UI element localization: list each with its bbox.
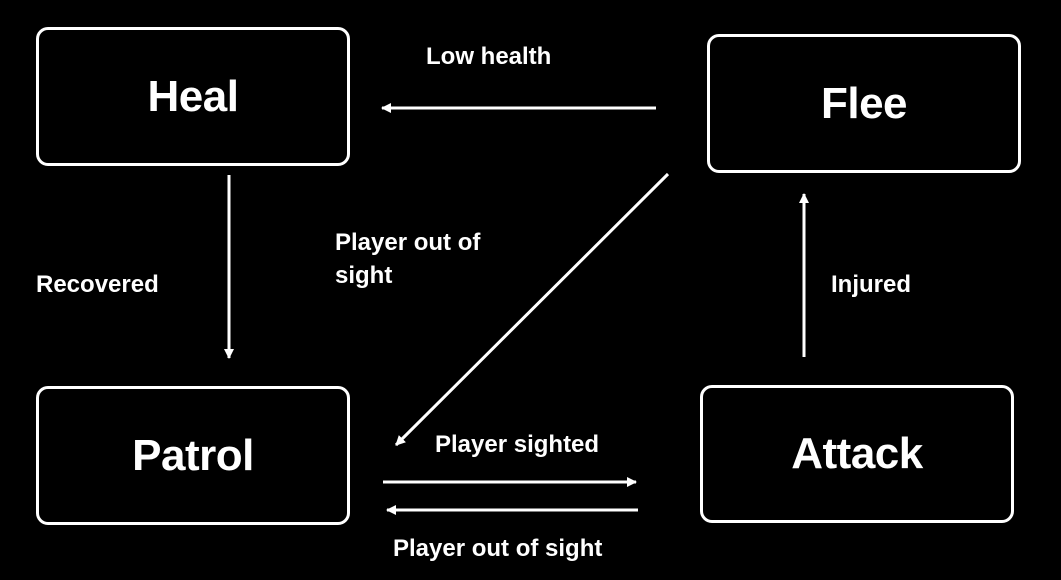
state-attack: Attack (700, 385, 1014, 523)
state-heal-label: Heal (147, 71, 239, 121)
state-attack-label: Attack (791, 429, 923, 478)
transition-label-low-health: Low health (426, 43, 552, 70)
state-heal: Heal (36, 27, 350, 166)
state-flee: Flee (707, 34, 1021, 173)
transition-label-flee-player-out-of-sight: Player out of sight (335, 229, 481, 289)
transition-label-attack-player-out-of-sight: Player out of sight (393, 535, 603, 562)
transition-label-injured: Injured (831, 271, 912, 298)
state-patrol-label: Patrol (132, 430, 254, 480)
state-flee-label: Flee (820, 78, 908, 128)
state-patrol: Patrol (36, 386, 350, 525)
transition-label-player-sighted: Player sighted (435, 431, 600, 458)
transition-label-recovered: Recovered (36, 271, 159, 298)
arrow-flee-to-patrol (394, 172, 670, 447)
